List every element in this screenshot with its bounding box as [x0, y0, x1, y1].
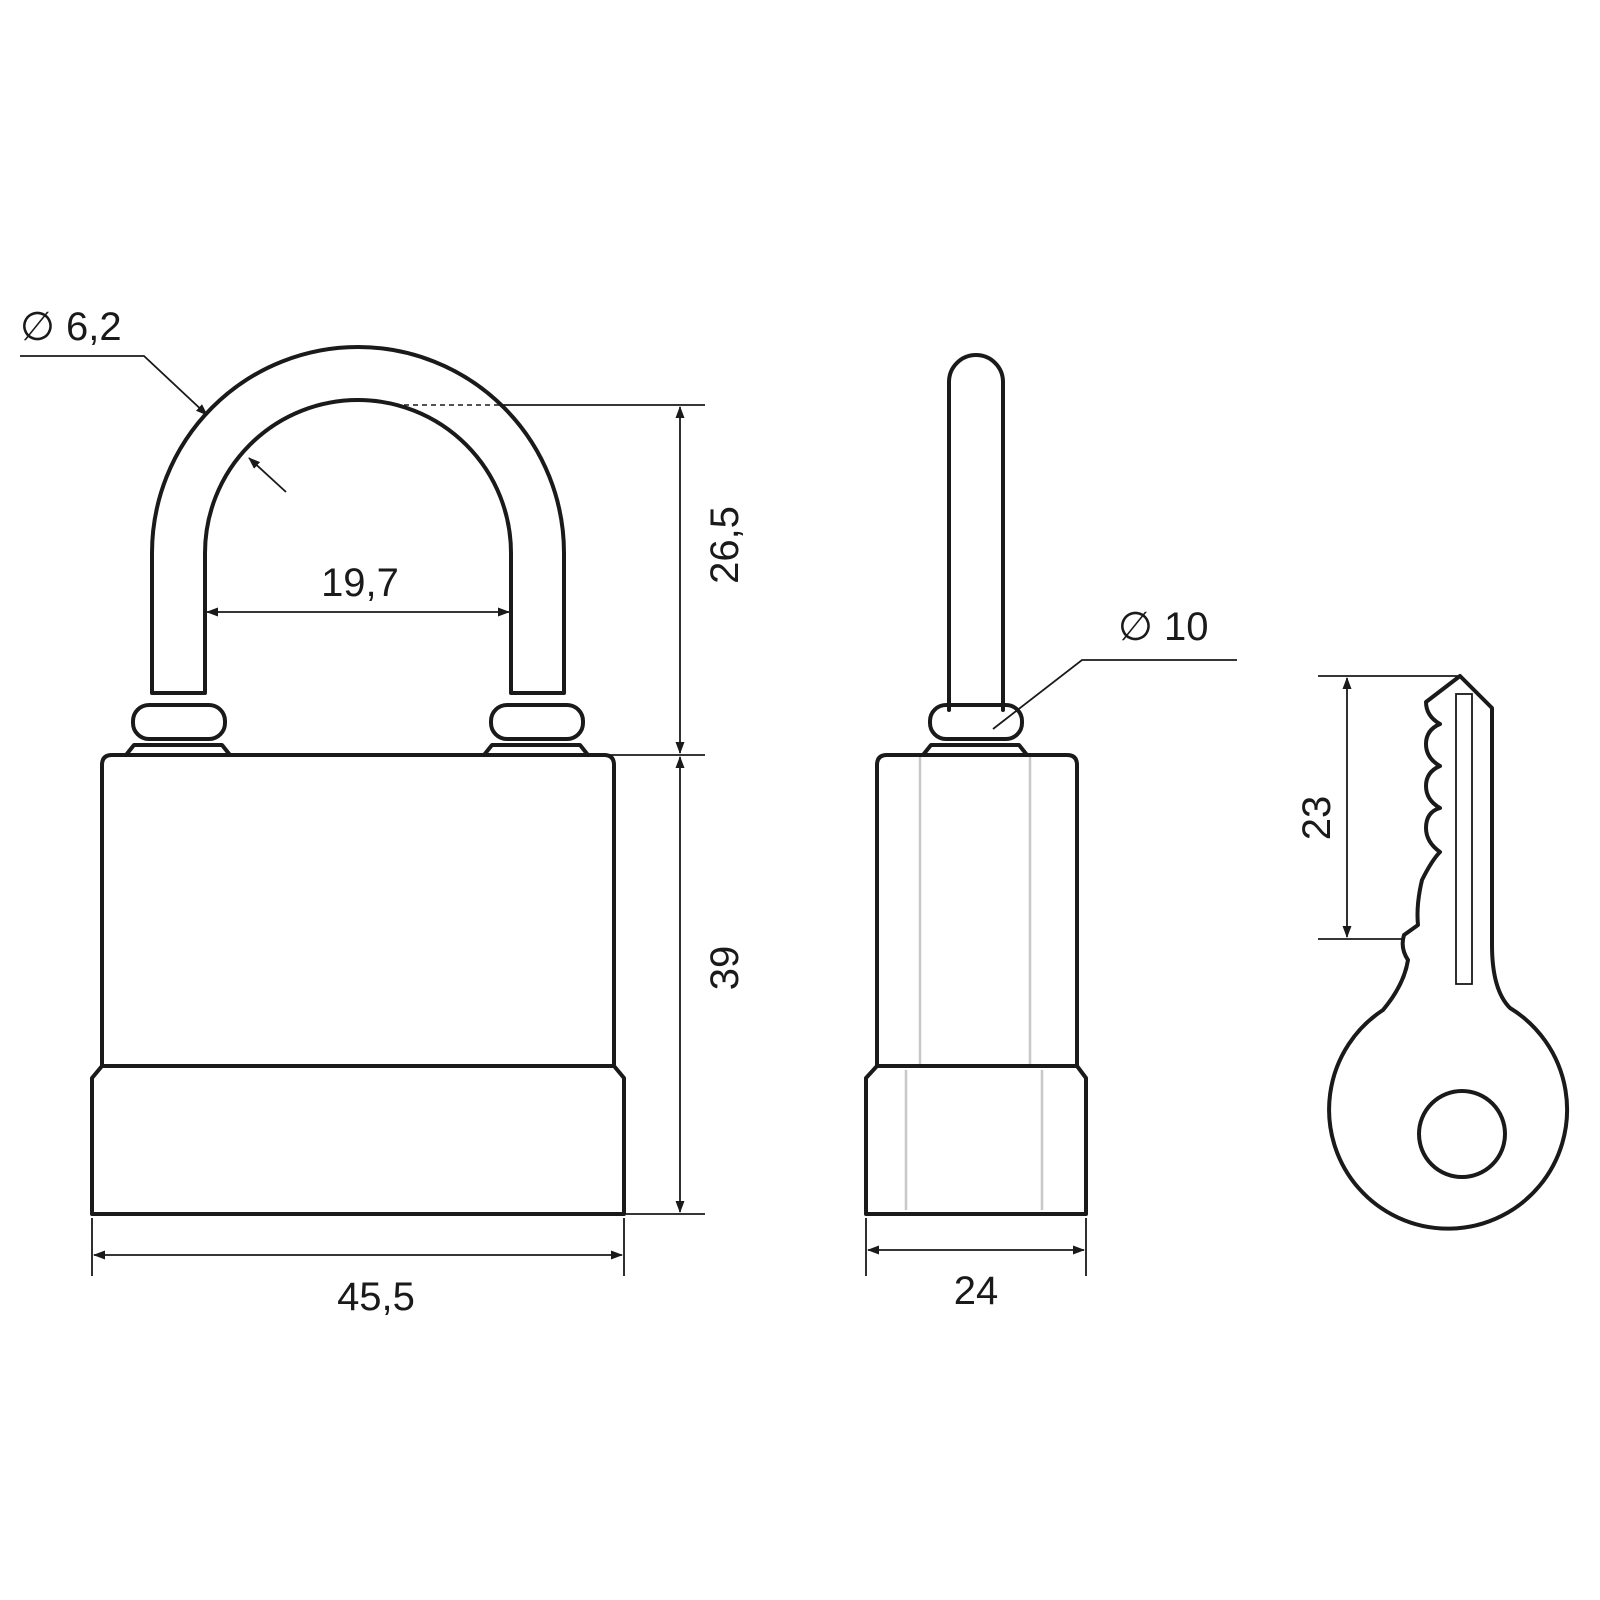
key-bow-hole — [1417, 1089, 1507, 1179]
key-view — [1327, 674, 1570, 1231]
front-left-collar-base — [124, 743, 232, 757]
label-shackle-clearance: 26,5 — [703, 506, 747, 584]
front-body-base — [90, 1064, 626, 1216]
label-shackle-diameter: ∅ 6,2 — [20, 305, 122, 349]
label-key-blade-length: 23 — [1295, 796, 1339, 841]
key-outline — [1327, 674, 1570, 1231]
front-view — [90, 345, 626, 1216]
label-body-height: 39 — [703, 946, 747, 991]
side-body-base — [864, 1064, 1088, 1216]
side-collar — [928, 703, 1024, 741]
front-body — [100, 753, 616, 1068]
front-right-collar — [489, 703, 585, 741]
label-shackle-inner-width: 19,7 — [321, 561, 399, 605]
leader-shackle-side-diameter — [992, 659, 1237, 730]
side-body — [875, 753, 1079, 1068]
dimension-lines — [20, 355, 1458, 1276]
leader-inner-arrow — [248, 457, 287, 493]
front-left-collar — [131, 703, 227, 741]
front-shackle — [150, 345, 566, 695]
side-collar-base — [921, 743, 1029, 757]
side-shackle — [947, 353, 1005, 712]
label-shackle-side-diameter: ∅ 10 — [1118, 605, 1208, 649]
dimension-labels: ∅ 6,2 19,7 26,5 39 45,5 24 ∅ 10 23 — [20, 305, 1339, 1319]
label-body-thickness: 24 — [954, 1269, 999, 1313]
label-body-width: 45,5 — [337, 1275, 415, 1319]
front-right-collar-base — [482, 743, 590, 757]
key-groove — [1455, 693, 1473, 985]
side-view — [864, 353, 1088, 1216]
leader-shackle-diameter — [20, 355, 208, 416]
